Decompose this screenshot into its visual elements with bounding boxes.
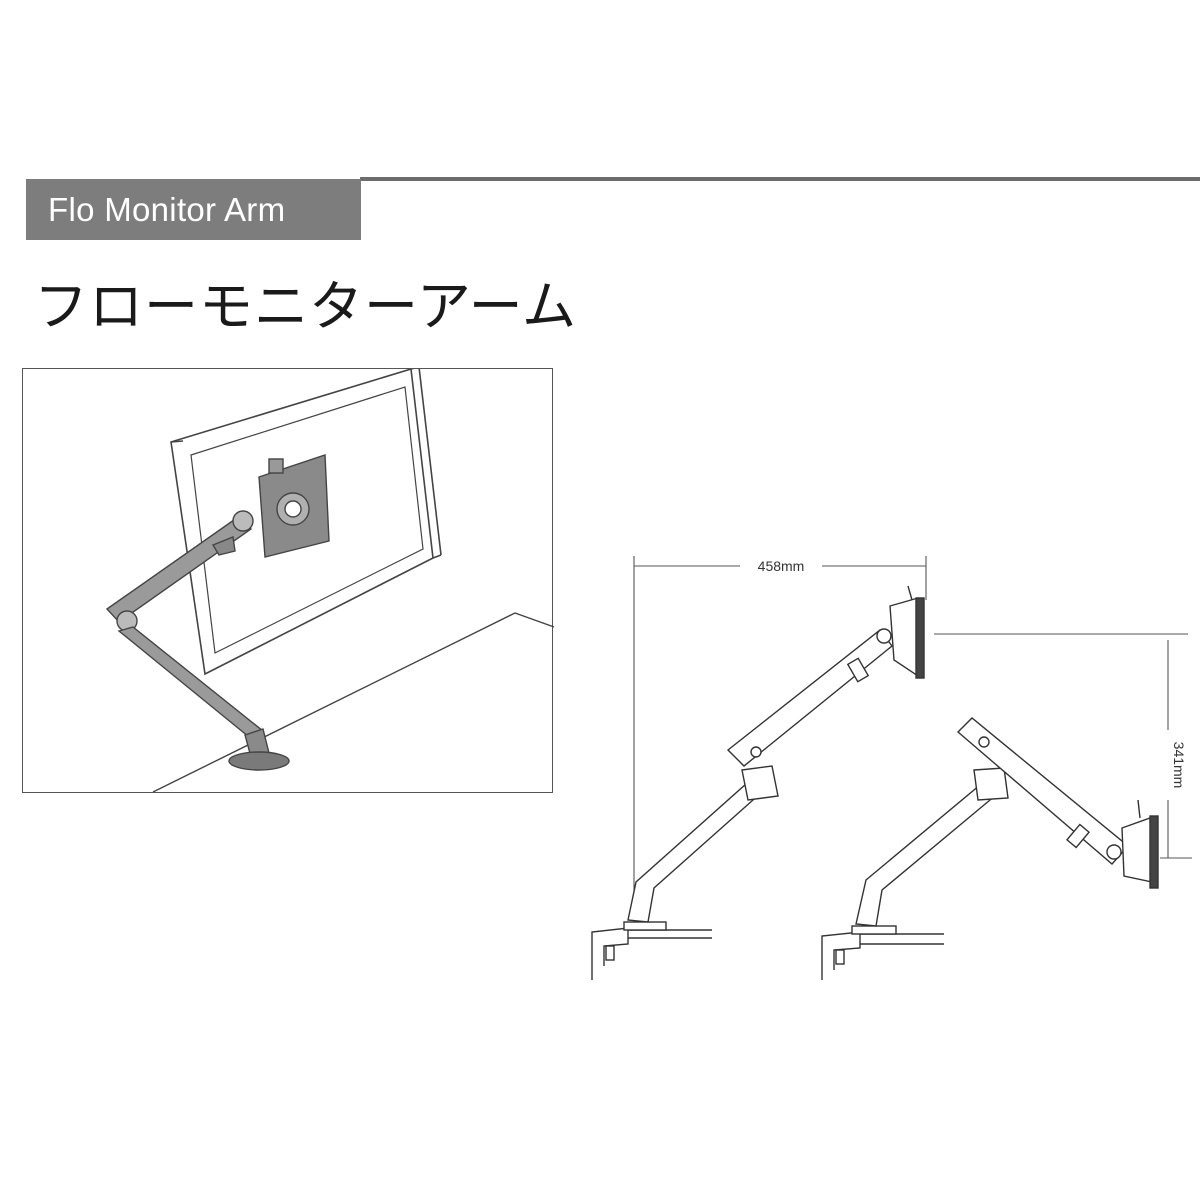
- product-title-japanese: フローモニターアーム: [34, 275, 577, 338]
- product-title-tab: Flo Monitor Arm: [26, 179, 361, 240]
- upper-arm: [105, 510, 254, 623]
- height-dimension-label: 341mm: [1171, 742, 1187, 789]
- vesa-plate: [258, 454, 330, 558]
- raised-arm-side-view: [591, 585, 925, 980]
- height-dimension: [934, 633, 1192, 859]
- width-dimension: [633, 556, 927, 930]
- lowered-arm-side-view: [821, 717, 1159, 980]
- desk-surface: [152, 612, 554, 793]
- desk-clamp-base: [228, 728, 290, 771]
- width-dimension-label: 458mm: [758, 558, 805, 574]
- header-rule: [360, 177, 1200, 181]
- perspective-illustration-frame: [22, 368, 554, 793]
- monitor-arm-perspective-drawing: [105, 369, 554, 793]
